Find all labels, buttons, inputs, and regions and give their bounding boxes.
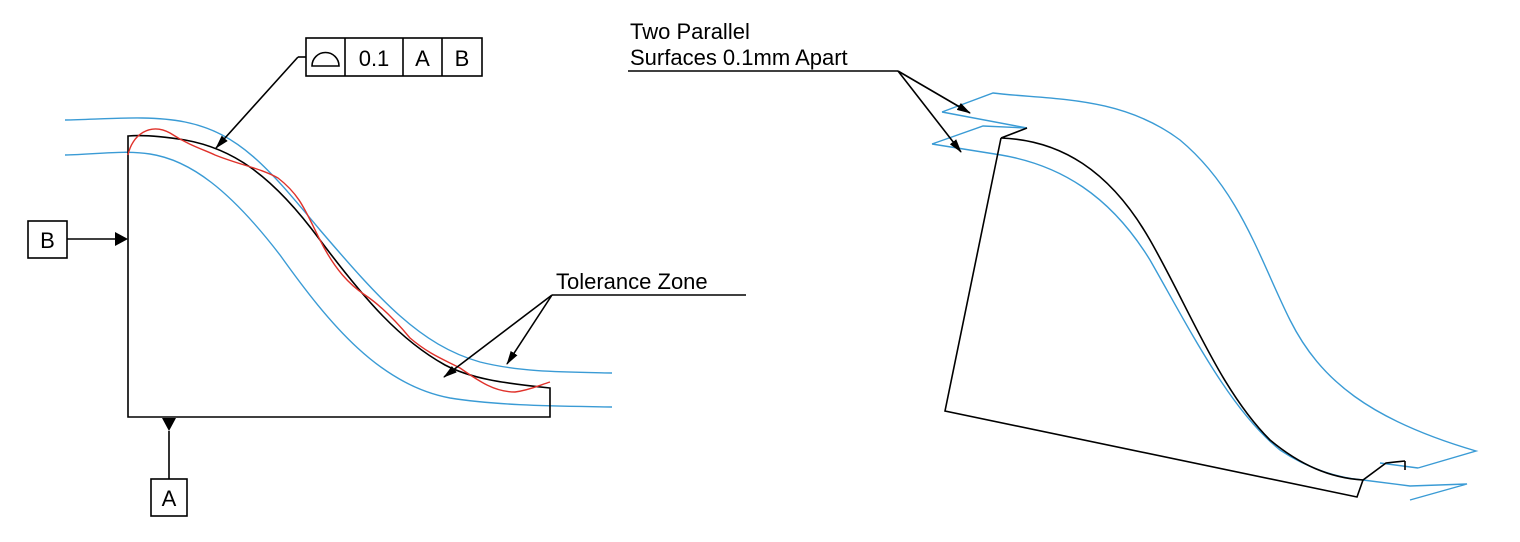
tolerance-zone-lower-boundary [64, 151, 613, 408]
part-outline [127, 134, 551, 418]
upper-zone-surface [941, 92, 1479, 469]
fcf-tolerance-value: 0.1 [359, 46, 390, 71]
part-3d-outline [944, 137, 1364, 498]
datum-b-letter: B [40, 228, 55, 253]
parallel-surfaces-leader-2 [897, 70, 962, 153]
part-3d-profile-surface [1000, 137, 1406, 481]
tolerance-zone-upper-boundary [64, 117, 613, 374]
tolerance-zone-leader-1 [443, 294, 553, 378]
lower-zone-surface [931, 125, 1468, 501]
parallel-surfaces-label-line2: Surfaces 0.1mm Apart [630, 45, 848, 70]
feature-control-frame: 0.1 A B [305, 37, 483, 77]
profile-of-surface-icon [311, 51, 340, 67]
actual-surface-profile [127, 128, 551, 393]
datum-a-box [150, 478, 188, 517]
part-3d-top-edge [1000, 127, 1028, 139]
tolerance-zone-leader-2 [506, 294, 553, 365]
datum-a-letter: A [162, 486, 177, 511]
fcf-leader-arrow [215, 56, 299, 149]
tolerance-zone-label: Tolerance Zone [556, 269, 708, 294]
datum-a-triangle [162, 418, 176, 431]
isometric-view: Two Parallel Surfaces 0.1mm Apart [628, 19, 1479, 501]
datum-b-triangle [115, 232, 128, 246]
upper-zone-inner-edge [941, 111, 1419, 469]
fcf-datum-secondary: B [455, 46, 470, 71]
parallel-surfaces-leader-1 [897, 70, 971, 114]
parallel-surfaces-label-line1: Two Parallel [630, 19, 750, 44]
fcf-datum-primary: A [415, 46, 430, 71]
front-view: B A 0.1 A B Tolerance Zone [27, 37, 746, 517]
